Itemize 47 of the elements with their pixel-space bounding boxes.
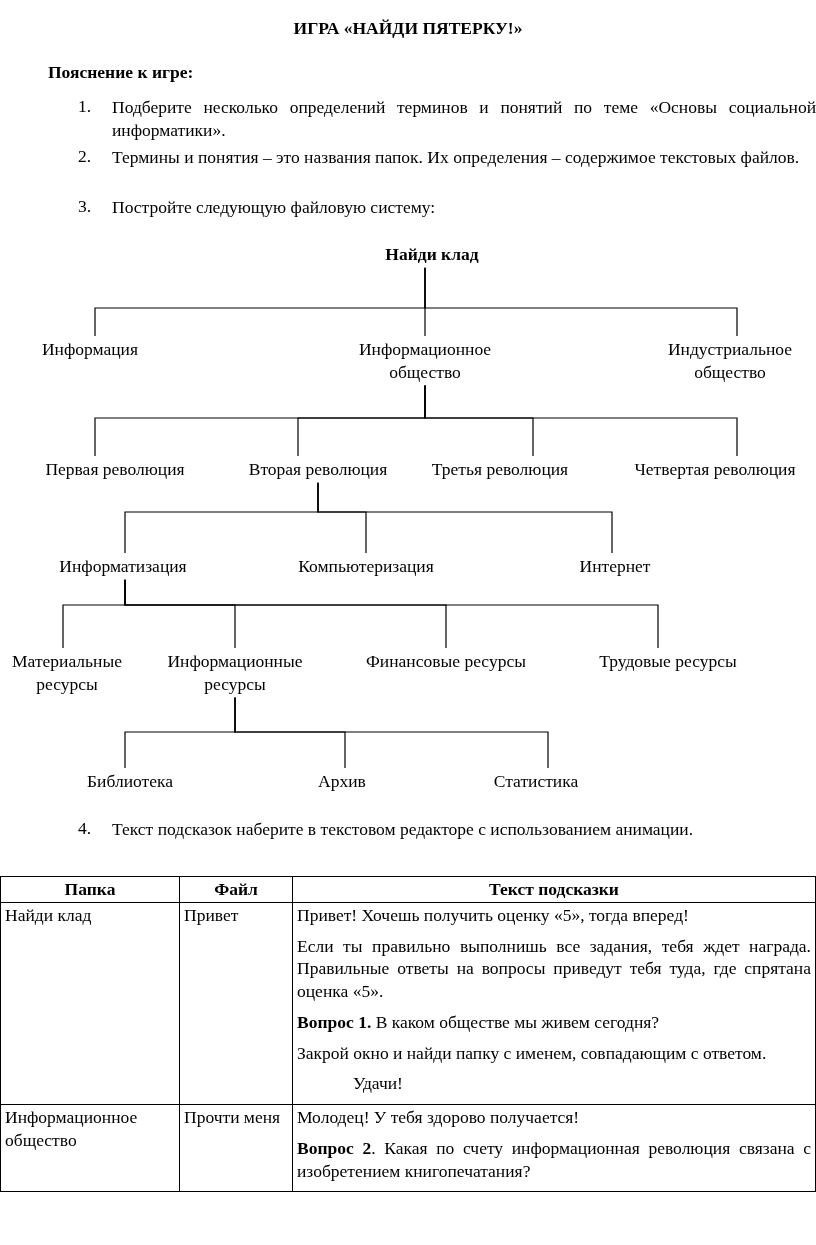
column-header: Папка: [0, 876, 180, 903]
folder-label: Информационные ресурсы: [155, 650, 315, 696]
folder-label: Вторая революция: [248, 458, 388, 481]
hint-paragraph: Молодец! У тебя здорово получается!: [297, 1106, 581, 1129]
list-item-text: Термины и понятия – это названия папок. Их определения – содержимое текстовых файлов.: [112, 146, 801, 169]
folder-label: Трудовые ресурсы: [588, 650, 748, 673]
page-title: ИГРА «НАЙДИ ПЯТЕРКУ!»: [292, 18, 524, 39]
hint-paragraph: Вопрос 2. Какая по счету информационная революция связана с изобретением книгопечатания?: [297, 1136, 811, 1183]
folder-label: Материальные ресурсы: [2, 650, 132, 696]
list-number: 1.: [78, 96, 92, 117]
tree-connector: [317, 482, 613, 554]
list-number: 2.: [78, 146, 92, 167]
folder-label: Статистика: [493, 770, 579, 793]
folder-label: Информация: [41, 338, 139, 361]
column-header: Файл: [179, 876, 293, 903]
column-header: Текст подсказки: [292, 876, 816, 903]
tree-connector: [424, 384, 738, 457]
tree-connector: [234, 696, 549, 769]
tree-connector: [424, 267, 738, 337]
folder-label: Первая революция: [45, 458, 185, 481]
list-item-text: Постройте следующую файловую систему:: [112, 196, 437, 219]
folder-label: Четвертая революция: [634, 458, 796, 481]
hint-paragraph: Удачи!: [352, 1072, 404, 1095]
list-number: 4.: [78, 818, 92, 839]
list-item-text: Текст подсказок наберите в текстовом редакторе с использованием анимации.: [112, 818, 695, 841]
folder-label: Финансовые ресурсы: [366, 650, 526, 673]
section-heading: Пояснение к игре:: [48, 62, 194, 83]
folder-label: Индустриальное общество: [650, 338, 810, 384]
folder-name: Найди клад: [5, 904, 92, 925]
hint-paragraph: Закрой окно и найди папку с именем, совпадающим с ответом.: [297, 1041, 768, 1065]
folder-name: Информационное общество: [5, 1107, 138, 1150]
file-name: Прочти меня: [184, 1107, 281, 1127]
folder-label: Третья революция: [431, 458, 569, 481]
tree-connector: [124, 579, 659, 649]
list-item-text: Подберите несколько определений терминов и понятий по теме «Основы социальной информатики».: [112, 96, 816, 142]
folder-label: Интернет: [579, 555, 651, 578]
hint-paragraph: Привет! Хочешь получить оценку «5», тогда вперед!: [297, 903, 690, 927]
list-number: 3.: [78, 196, 92, 217]
file-name: Привет: [184, 904, 239, 925]
hint-paragraph: Вопрос 1. В каком обществе мы живем сегодня?: [297, 1010, 661, 1034]
folder-label: Информатизация: [59, 555, 187, 578]
folder-label: Архив: [318, 770, 366, 793]
folder-label: Библиотека: [87, 770, 173, 793]
hint-paragraph: Если ты правильно выполнишь все задания, тебя ждет награда. Правильные ответы на вопросы приведут тебя туда, где спрятана оценка «5».: [297, 934, 811, 1003]
folder-label: Найди клад: [385, 243, 479, 266]
folder-label: Компьютеризация: [298, 555, 434, 578]
folder-label: Информационное общество: [345, 338, 505, 384]
